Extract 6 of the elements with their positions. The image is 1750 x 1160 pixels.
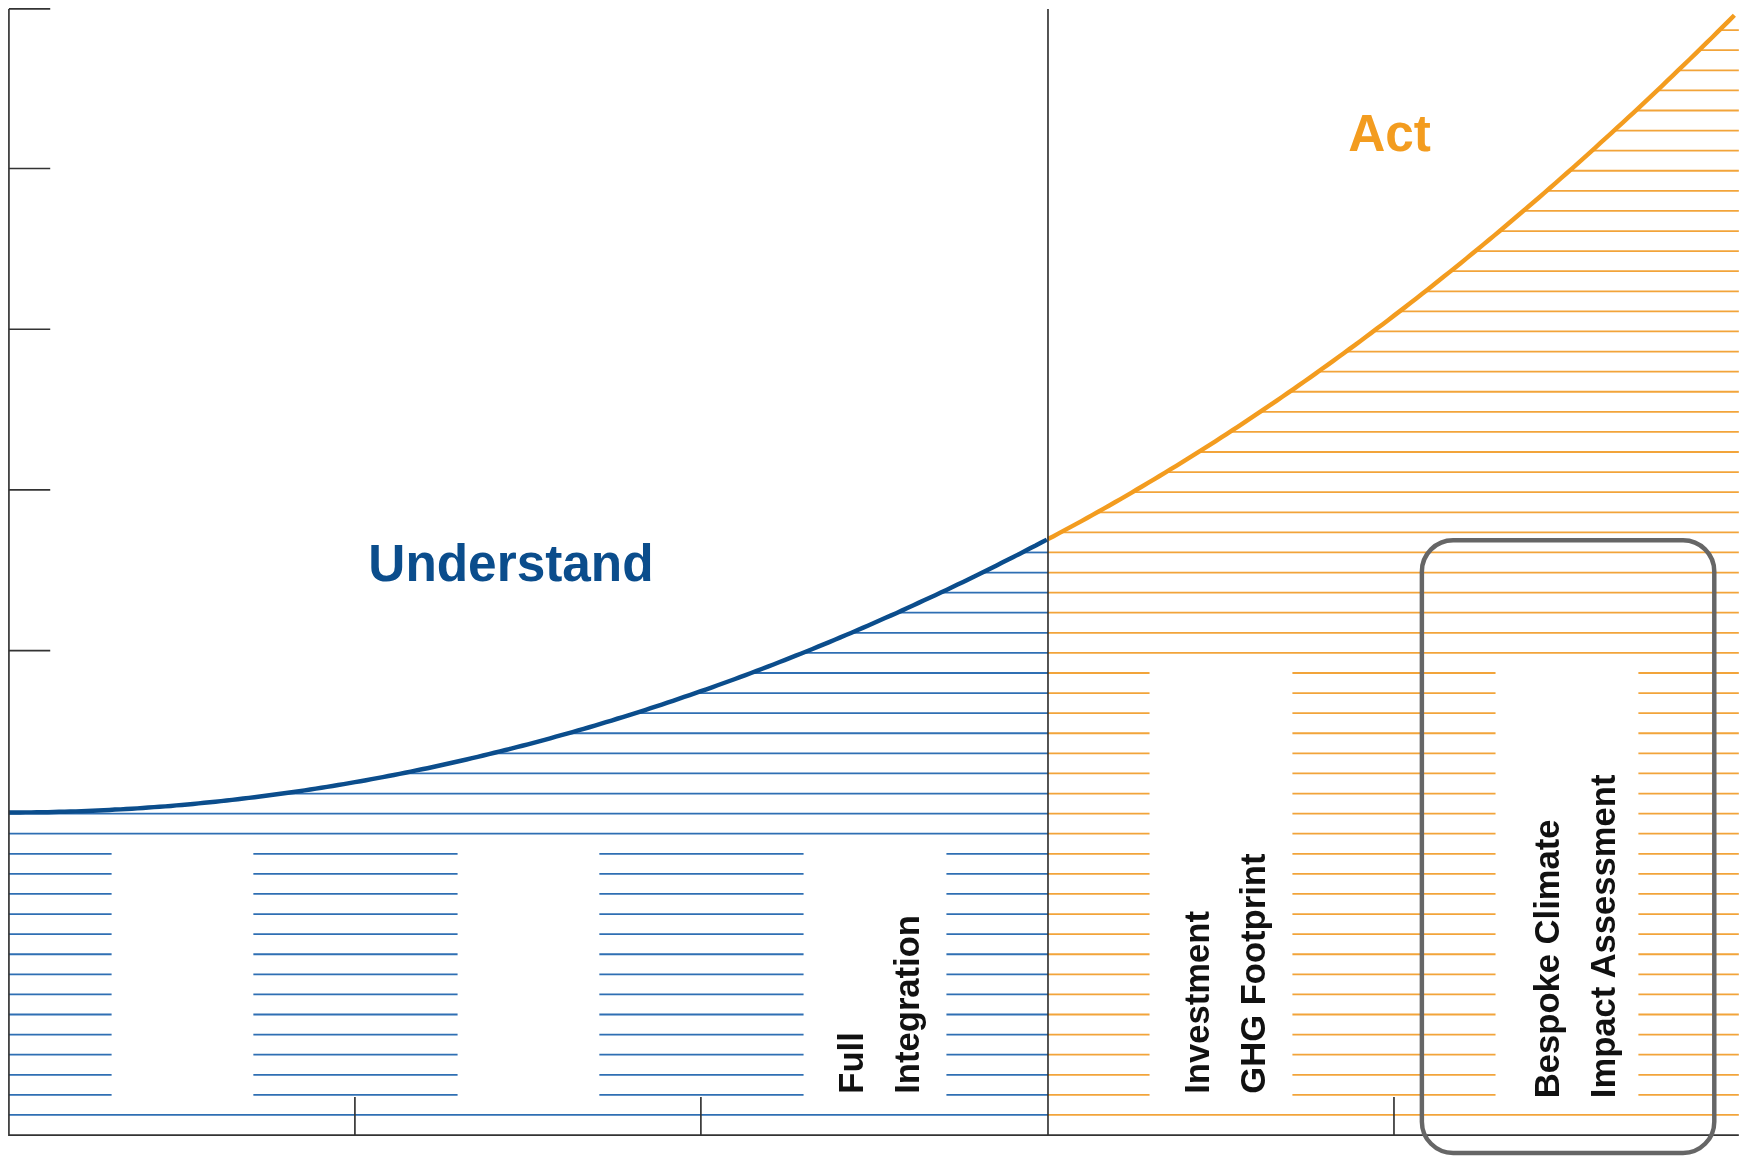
phase-heading: Act	[1348, 102, 1431, 163]
highlight-frame	[1419, 537, 1717, 1156]
offering-label: Investment GHG Footprint	[1176, 852, 1274, 1094]
phase-heading: Understand	[368, 533, 654, 594]
offering-label: Full Integration	[830, 914, 928, 1094]
offering-label: Bespoke Climate Impact Assessment	[1526, 773, 1624, 1099]
